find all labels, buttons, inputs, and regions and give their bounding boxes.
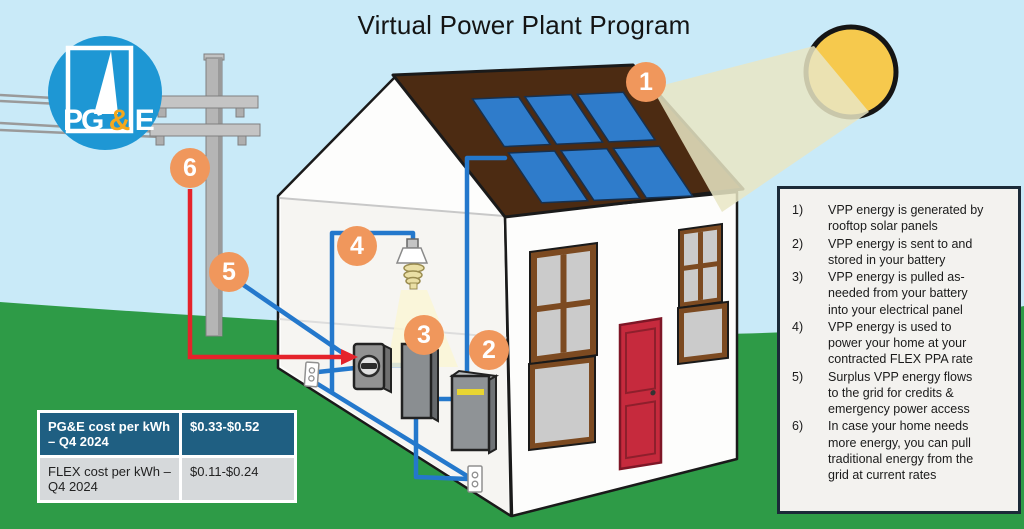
meter-icon	[352, 342, 392, 394]
callout-1: 1	[626, 62, 666, 102]
vpp-steps-box: 1) VPP energy is generated by rooftop so…	[777, 186, 1021, 514]
cost-comparison-table: PG&E cost per kWh – Q4 2024 $0.33-$0.52 …	[37, 410, 297, 503]
step-number: 6)	[792, 419, 804, 434]
callout-2: 2	[469, 330, 509, 370]
table-label-flex-cost: FLEX cost per kWh – Q4 2024	[40, 458, 179, 500]
window-wide-left-icon	[528, 355, 596, 452]
electrical-panel-icon	[400, 342, 439, 423]
front-door	[618, 317, 663, 471]
table-value-flex-cost: $0.11-$0.24	[182, 458, 294, 500]
callout-6: 6	[170, 148, 210, 188]
outlet-icon-floor	[467, 465, 483, 493]
window-wide-right-icon	[677, 300, 729, 366]
outlet-icon-wall	[303, 361, 320, 388]
page-title: Virtual Power Plant Program	[357, 10, 691, 40]
battery-icon	[449, 369, 500, 455]
solar-panels	[473, 92, 693, 202]
step-text: VPP energy is used to power your home at…	[828, 319, 973, 367]
step-text: Surplus VPP energy flows to the grid for…	[828, 369, 973, 417]
window-large-icon	[529, 241, 598, 366]
step-text: VPP energy is generated by rooftop solar…	[828, 203, 984, 234]
callout-3: 3	[404, 315, 444, 355]
step-text: In case your home needs more energy, you…	[828, 419, 974, 482]
wire-panel-to-floor-outlet	[413, 414, 471, 482]
pge-logo-frame	[65, 45, 134, 134]
step-number: 4)	[792, 319, 804, 334]
vpp-steps-list: 1) VPP energy is generated by rooftop so…	[792, 202, 1010, 483]
step-text: VPP energy is sent to and stored in your…	[828, 236, 973, 267]
window-small-icon	[678, 222, 723, 310]
sun-beam	[652, 46, 869, 212]
pge-logo: PG & E	[47, 35, 163, 151]
step-text: VPP energy is pulled as-needed from your…	[828, 270, 968, 317]
step-number: 3)	[792, 270, 804, 284]
pge-logo-text: PG & E	[63, 104, 154, 137]
wire-meter-to-outlet	[315, 365, 358, 375]
table-label-pge-cost: PG&E cost per kWh – Q4 2024	[40, 413, 179, 455]
step-number: 2)	[792, 236, 804, 251]
wire-floor-run	[313, 380, 475, 482]
callout-4: 4	[337, 226, 377, 266]
callout-5: 5	[209, 252, 249, 292]
pge-logo-sail	[94, 51, 118, 114]
table-value-pge-cost: $0.33-$0.52	[182, 413, 294, 455]
wire-solar-to-battery	[464, 155, 508, 377]
grid-supply-arrow	[187, 189, 358, 365]
lightbulb-icon	[395, 238, 429, 290]
step-number: 1)	[792, 203, 804, 217]
step-number: 5)	[792, 369, 804, 384]
